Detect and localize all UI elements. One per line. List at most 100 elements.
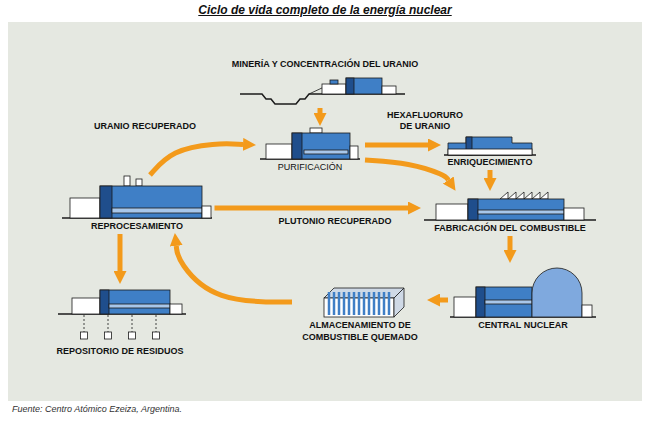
illustration-space xyxy=(420,190,600,222)
spent-fuel-pool xyxy=(333,292,336,315)
facility-label: ALMACENAMIENTO DE COMBUSTIBLE QUEMADO xyxy=(296,319,424,343)
facility-label: PURIFICACIÓN xyxy=(278,161,343,173)
enrichment-building xyxy=(448,137,532,155)
facility-node: ALMACENAMIENTO DE COMBUSTIBLE QUEMADO xyxy=(292,282,428,345)
purification-building xyxy=(304,150,348,154)
nuclear-plant xyxy=(485,300,532,304)
purification-building xyxy=(260,128,360,159)
mine-illustration xyxy=(240,78,405,104)
repository-building xyxy=(170,304,182,314)
spent-fuel-pool xyxy=(329,292,389,315)
flow-arrow xyxy=(318,108,323,113)
spent-fuel-pool xyxy=(328,292,331,315)
illustration-space xyxy=(448,262,598,319)
spent-fuel-pool xyxy=(394,288,404,317)
illustration-space xyxy=(292,282,428,319)
mine-illustration xyxy=(382,86,396,94)
facility-node: ENRIQUECIMIENTO xyxy=(440,126,540,170)
facility-label: CENTRAL NUCLEAR xyxy=(478,319,567,331)
mine-illustration xyxy=(322,84,346,94)
facility-node: MINERÍA Y CONCENTRACIÓN DEL URANIO xyxy=(205,58,445,108)
facility-node: REPOSITORIO DE RESIDUOS xyxy=(50,283,190,359)
reprocessing-building xyxy=(136,179,142,186)
flow-label: PLUTONIO RECUPERADO xyxy=(277,216,394,227)
facility-node: FABRICACIÓN DEL COMBUSTIBLE xyxy=(420,190,600,236)
spent-fuel-pool xyxy=(348,292,351,315)
facility-label: FABRICACIÓN DEL COMBUSTIBLE xyxy=(434,222,585,234)
purification-building xyxy=(310,128,322,133)
flow-arrow xyxy=(365,143,428,148)
spent-fuel-pool xyxy=(388,292,391,315)
enrichment-building xyxy=(444,137,536,155)
spent-fuel-pool xyxy=(368,292,371,315)
fabrication-building xyxy=(468,199,564,220)
fabrication-building xyxy=(436,204,468,220)
illustration-space xyxy=(60,175,215,220)
flow-arrow xyxy=(176,246,292,302)
repository-building xyxy=(108,315,109,332)
flow-label: URANIO RECUPERADO xyxy=(92,121,198,132)
reprocessing-building xyxy=(100,186,112,218)
flow-arrow xyxy=(508,236,513,250)
nuclear-plant xyxy=(532,268,582,317)
repository-building xyxy=(81,332,88,339)
facility-label: ENRIQUECIMIENTO xyxy=(448,156,533,168)
spent-fuel-pool xyxy=(358,292,361,315)
spent-fuel-pool xyxy=(343,292,346,315)
enrichment-building xyxy=(448,149,532,155)
repository-building xyxy=(153,332,160,339)
facility-node: CENTRAL NUCLEAR xyxy=(448,262,598,333)
flow-arrow xyxy=(215,206,409,211)
repository-building xyxy=(132,315,133,332)
flow-arrow xyxy=(118,234,123,271)
spent-fuel-pool xyxy=(324,288,404,317)
repository-building xyxy=(109,304,170,308)
facility-label: REPOSITORIO DE RESIDUOS xyxy=(57,345,184,357)
flow-arrow xyxy=(488,170,493,178)
mine-illustration xyxy=(346,78,354,94)
repository-building xyxy=(100,290,170,314)
mine-illustration xyxy=(346,78,382,94)
spent-fuel-pool xyxy=(338,292,341,315)
reprocessing-building xyxy=(70,198,100,218)
repository-building xyxy=(58,290,186,339)
spent-fuel-pool xyxy=(373,292,376,315)
flow-label: HEXAFLUORURO DE URANIO xyxy=(380,110,470,132)
source-caption: Fuente: Centro Atómico Ezeiza, Argentina… xyxy=(12,404,182,414)
purification-building xyxy=(350,146,358,159)
facility-label: REPROCESAMIENTO xyxy=(91,220,183,232)
fabrication-building xyxy=(468,199,478,220)
reprocessing-building xyxy=(100,186,202,218)
repository-building xyxy=(156,315,157,332)
flow-arrow xyxy=(365,160,448,180)
nuclear-plant xyxy=(582,305,592,317)
fabrication-building xyxy=(478,210,564,214)
illustration-space xyxy=(50,283,190,345)
spent-fuel-pool xyxy=(378,292,381,315)
purification-building xyxy=(292,133,350,159)
nuclear-plant xyxy=(476,287,532,317)
reprocessing-building xyxy=(112,208,202,213)
diagram-title: Ciclo de vida completo de la energía nuc… xyxy=(0,3,650,17)
nuclear-plant xyxy=(450,268,596,317)
mine-illustration xyxy=(330,80,338,84)
purification-building xyxy=(292,133,302,159)
repository-building xyxy=(105,332,112,339)
flow-arrow xyxy=(440,298,448,303)
nuclear-plant xyxy=(454,297,476,317)
spent-fuel-pool xyxy=(363,292,366,315)
fabrication-building xyxy=(424,192,596,220)
illustration-space xyxy=(255,125,365,161)
reprocessing-building xyxy=(202,206,211,218)
flow-arrow xyxy=(150,144,243,175)
illustration-space xyxy=(205,70,445,106)
mine-illustration xyxy=(240,94,405,104)
fabrication-building xyxy=(564,208,584,220)
spent-fuel-pool xyxy=(383,292,386,315)
reprocessing-building xyxy=(62,176,212,218)
repository-building xyxy=(129,332,136,339)
nuclear-plant xyxy=(476,287,485,317)
reprocessing-building xyxy=(124,176,130,186)
facility-label: MINERÍA Y CONCENTRACIÓN DEL URANIO xyxy=(232,58,419,70)
